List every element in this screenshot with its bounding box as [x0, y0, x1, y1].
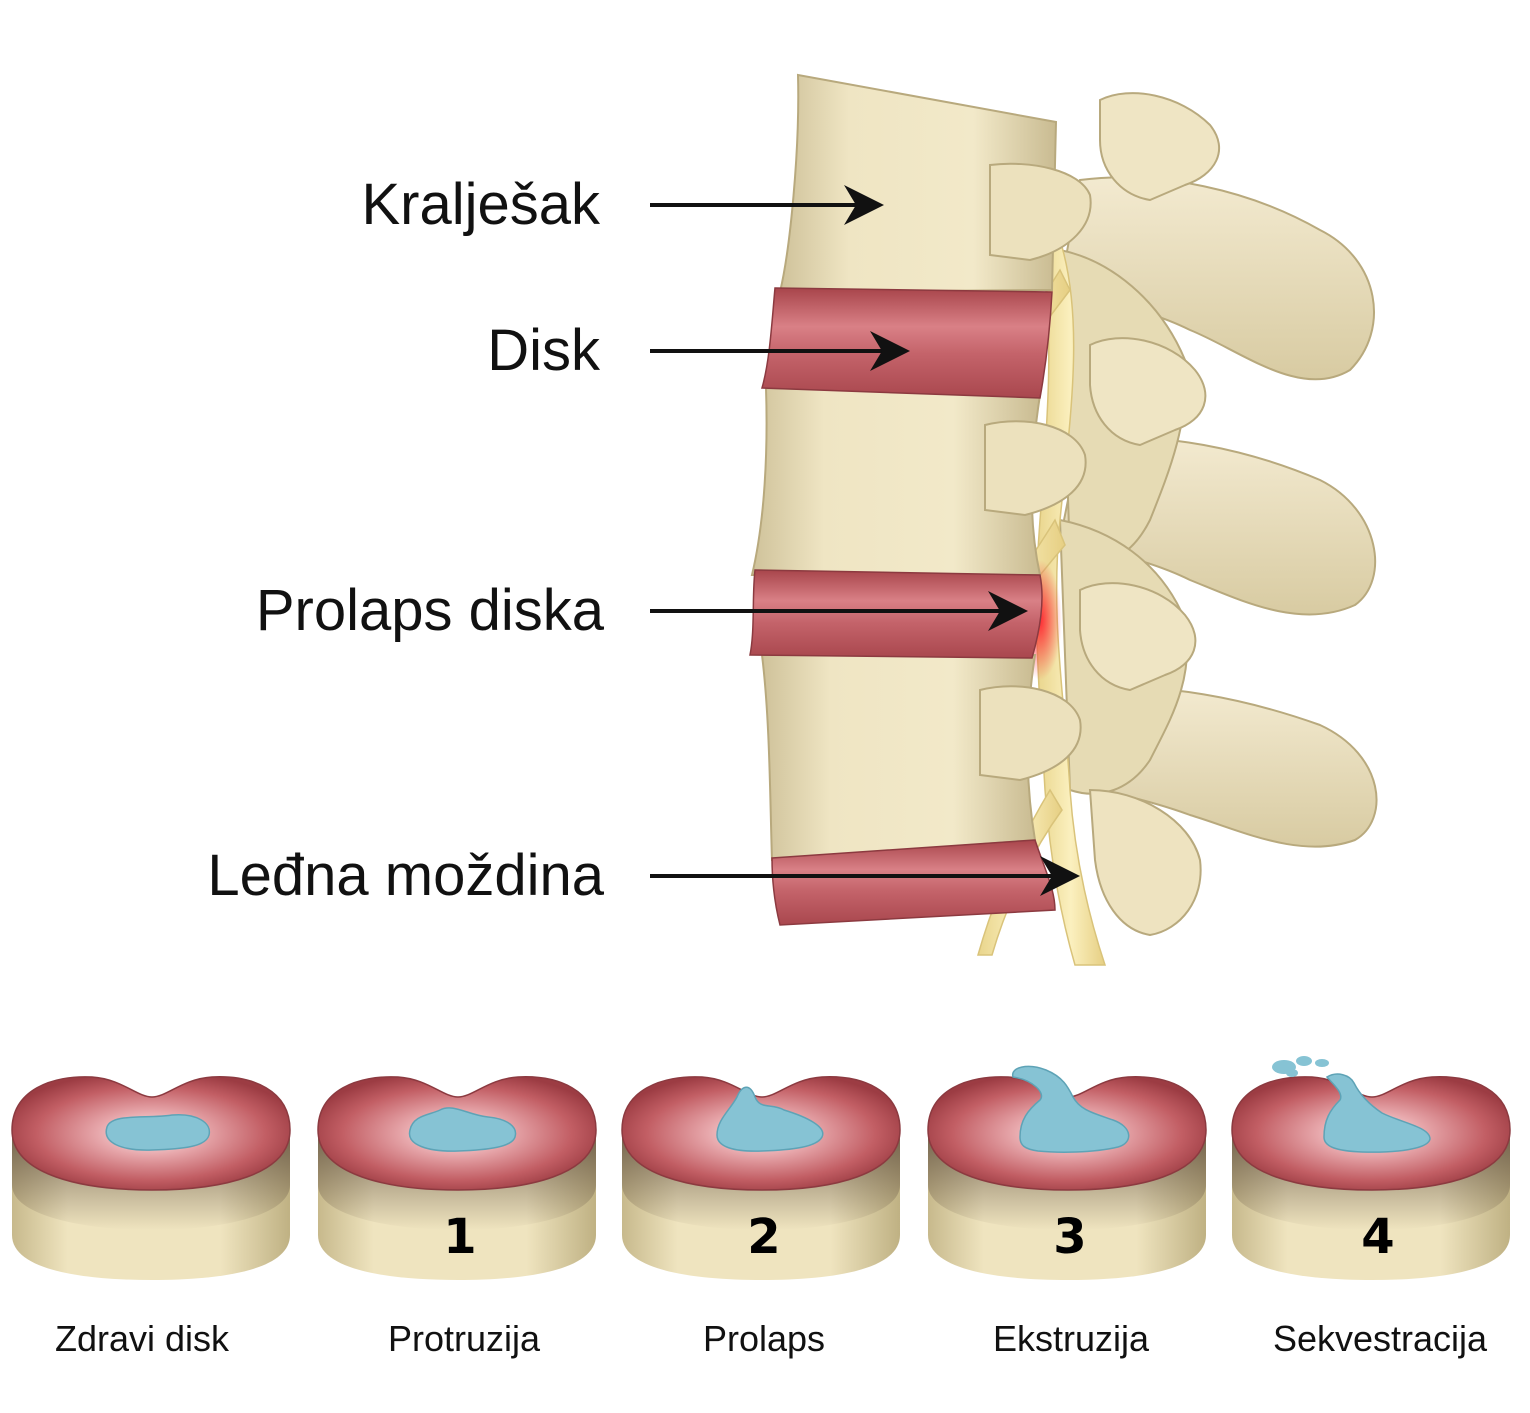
herniation-stages: Zdravi disk 1 Protruzija 2 Prolaps 3 E — [11, 1056, 1511, 1359]
nucleus — [1012, 1065, 1130, 1153]
stage-caption-sequestration: Sekvestracija — [1273, 1318, 1488, 1359]
vertebra-processes — [1058, 92, 1378, 937]
stage-number: 4 — [1361, 1209, 1394, 1265]
nucleus — [408, 1107, 517, 1152]
stage-healthy — [11, 1076, 291, 1280]
stage-extrusion: 3 — [927, 1065, 1207, 1280]
intervertebral-discs — [749, 287, 1056, 926]
label-spinal-cord: Leđna moždina — [207, 843, 604, 908]
sequestered-fragment — [1315, 1059, 1329, 1067]
stage-caption-extrusion: Ekstruzija — [993, 1318, 1150, 1359]
stage-number: 3 — [1053, 1209, 1086, 1265]
stage-sequestration: 4 — [1231, 1056, 1511, 1280]
label-disc-prolapse: Prolaps diska — [256, 578, 605, 643]
anatomy-annotations: Kralješak Disk Prolaps diska Leđna moždi… — [207, 172, 1080, 908]
stage-number: 2 — [747, 1209, 780, 1265]
stage-protrusion: 1 — [317, 1076, 597, 1280]
label-vertebra: Kralješak — [361, 172, 601, 237]
stage-prolapse: 2 — [621, 1076, 901, 1280]
sequestered-fragment — [1286, 1069, 1298, 1077]
nucleus — [716, 1086, 824, 1152]
stage-number: 1 — [443, 1209, 476, 1265]
sequestered-fragment — [1296, 1056, 1312, 1066]
nucleus — [105, 1114, 211, 1151]
vertebral-bodies — [750, 73, 1092, 862]
nucleus — [1323, 1073, 1431, 1153]
stage-caption-prolapse: Prolaps — [703, 1318, 825, 1359]
spine-illustration — [749, 73, 1378, 966]
label-disc: Disk — [487, 318, 601, 383]
stage-caption-healthy: Zdravi disk — [55, 1318, 230, 1359]
stage-caption-protrusion: Protruzija — [388, 1318, 541, 1359]
